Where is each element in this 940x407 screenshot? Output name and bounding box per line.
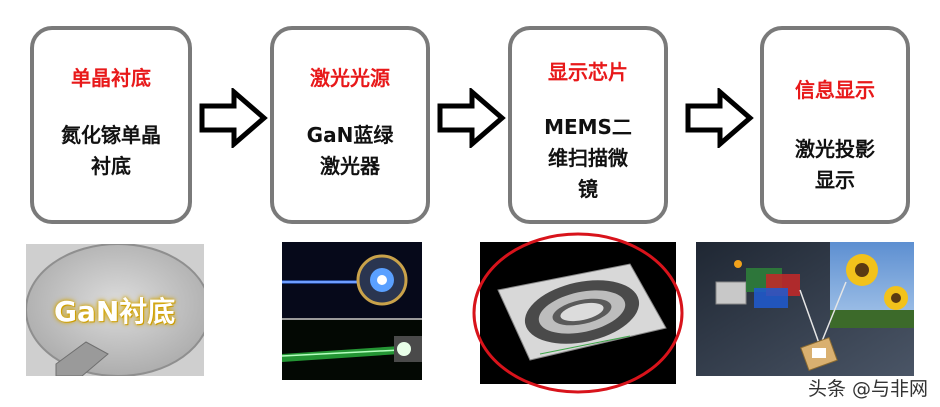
gan-substrate-label: GaN衬底 xyxy=(54,295,176,328)
step-box-info-display: 信息显示 激光投影 显示 xyxy=(760,26,910,224)
step-body-info-display: 激光投影 显示 xyxy=(772,134,898,196)
step-body-chip-line3: 镜 xyxy=(578,177,598,201)
highlight-circle xyxy=(472,232,684,394)
right-arrow-icon xyxy=(199,88,268,148)
right-arrow-icon xyxy=(685,88,754,148)
step-title-laser-source: 激光光源 xyxy=(310,66,390,90)
right-arrow-icon xyxy=(437,88,506,148)
step-body-chip-line2: 维扫描微 xyxy=(548,146,628,170)
step-title-info-display: 信息显示 xyxy=(795,78,875,102)
step-box-substrate: 单晶衬底 氮化镓单晶衬底 xyxy=(30,26,192,224)
step-body-laser-source: GaN蓝绿 激光器 xyxy=(282,120,418,182)
step-box-display-chip: 显示芯片 MEMS二 维扫描微 镜 xyxy=(508,26,668,224)
step-title-display-chip: 显示芯片 xyxy=(548,60,628,84)
step-body-info-line2: 显示 xyxy=(815,168,855,192)
mems-mirror-photo xyxy=(480,242,676,384)
step-body-substrate: 氮化镓单晶衬底 xyxy=(61,123,161,178)
gan-substrate-photo: GaN衬底 xyxy=(26,244,204,376)
laser-projection-photo xyxy=(696,242,914,376)
step-body-laser-line2: 激光器 xyxy=(320,154,380,178)
step-body-info-line1: 激光投影 xyxy=(795,137,875,161)
step-box-laser-source: 激光光源 GaN蓝绿 激光器 xyxy=(270,26,430,224)
step-title-substrate: 单晶衬底 xyxy=(71,66,151,90)
step-body-laser-line1: GaN蓝绿 xyxy=(306,123,394,147)
watermark-text: 头条 @与非网 xyxy=(807,378,928,400)
step-body-chip-line1: MEMS二 xyxy=(544,115,632,139)
laser-diode-photo xyxy=(282,242,422,380)
step-body-display-chip: MEMS二 维扫描微 镜 xyxy=(520,112,656,205)
